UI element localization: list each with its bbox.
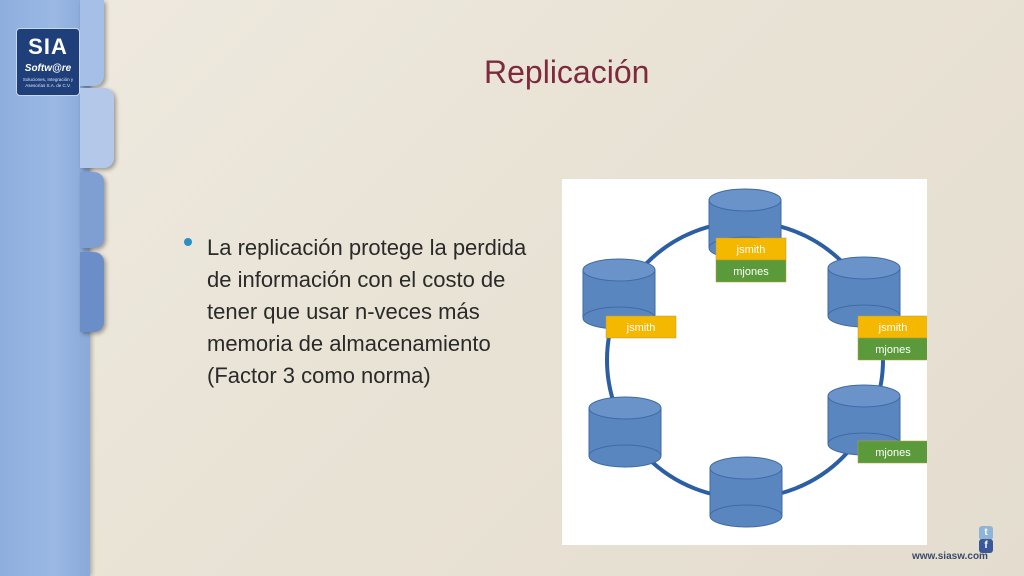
logo-tagline: Soluciones, Integración y Asesorías S.A.… [22, 77, 74, 88]
replica-label-text: mjones [733, 266, 769, 278]
replica-label-text: jsmith [626, 322, 656, 334]
sidebar-tab [80, 252, 104, 332]
database-cylinder-bottom [588, 444, 662, 468]
storage-node [709, 456, 783, 528]
sidebar-tab [80, 88, 114, 168]
facebook-icon[interactable]: f [979, 539, 993, 553]
replica-label-box [715, 259, 787, 283]
replica-label-text: jsmith [736, 244, 766, 256]
database-cylinder-top [827, 256, 901, 280]
sidebar-tab [80, 172, 104, 248]
sidebar-tab [80, 0, 104, 86]
database-cylinder-top [708, 188, 782, 212]
replication-diagram: jsmith mjones jsmith mjones mjones jsmith [562, 179, 929, 545]
replication-ring-svg: jsmith mjones jsmith mjones mjones jsmith [582, 188, 929, 528]
replica-label-text: mjones [875, 447, 911, 459]
logo-product: Softw@re [24, 63, 72, 74]
storage-node [588, 396, 662, 468]
database-cylinder-top [582, 258, 656, 282]
website-url[interactable]: www.siasw.com [912, 551, 988, 562]
replica-label-text: mjones [875, 344, 911, 356]
database-cylinder-top [588, 396, 662, 420]
database-cylinder-bottom [709, 504, 783, 528]
bullet-dot-icon [184, 238, 192, 246]
slide-title: Replicación [484, 54, 650, 90]
database-cylinder-top [827, 384, 901, 408]
company-logo: SIA Softw@re Soluciones, Integración y A… [16, 28, 80, 96]
database-cylinder-top [709, 456, 783, 480]
sidebar [0, 0, 90, 576]
logo-brand: SIA [28, 34, 68, 59]
twitter-icon[interactable]: t [979, 526, 993, 540]
bullet-text: La replicación protege la perdida de inf… [207, 235, 527, 388]
replica-label-box [605, 315, 677, 339]
replica-label-text: jsmith [878, 322, 908, 334]
